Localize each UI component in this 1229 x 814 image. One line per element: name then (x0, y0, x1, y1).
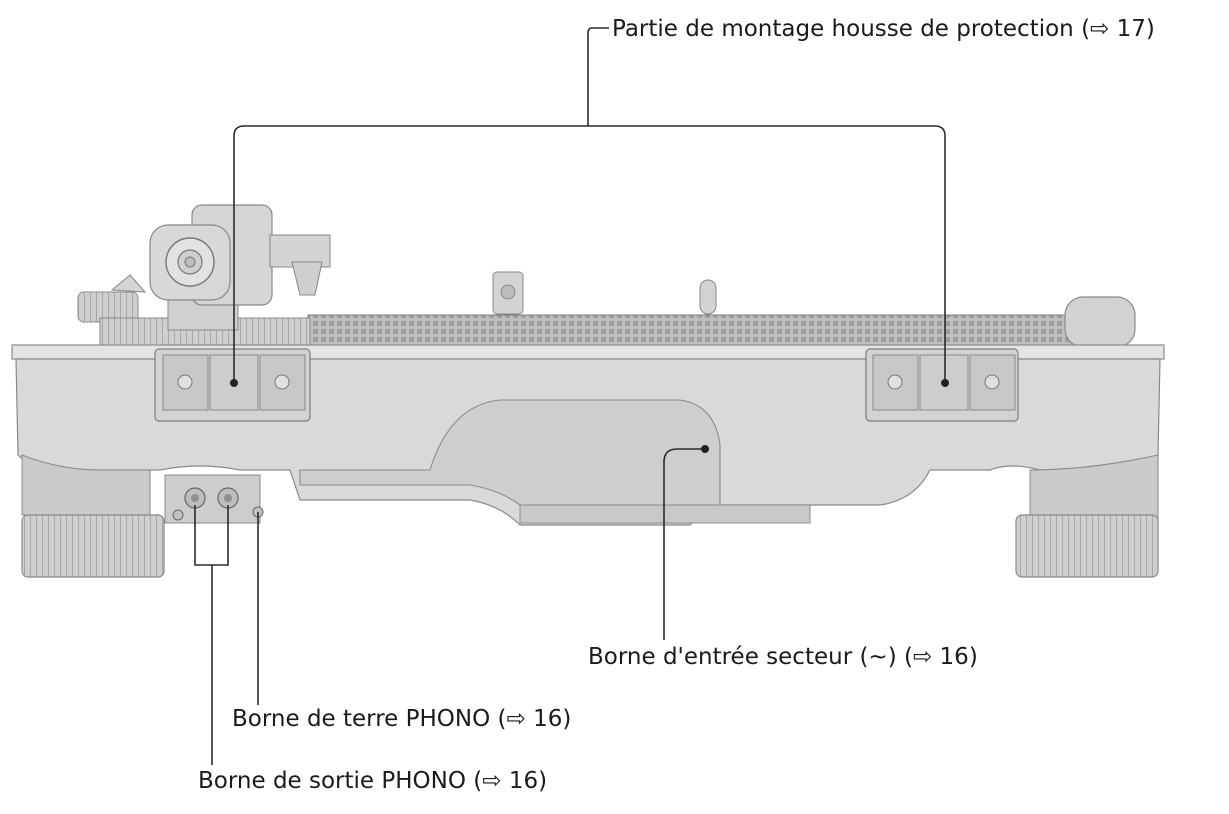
cover-mount-label: Partie de montage housse de protection (… (612, 16, 1155, 42)
phono-earth-label: Borne de terre PHONO (⇨ 16) (232, 706, 572, 732)
tonearm-assembly (77, 204, 331, 347)
right-foot (1015, 514, 1159, 578)
leader-ac-inlet (663, 445, 709, 640)
left-foot-upper (21, 454, 151, 516)
right-pillar (1064, 296, 1136, 348)
leader-phono-out (194, 505, 229, 765)
platter-mat (307, 314, 1099, 346)
ac-inlet-label: Borne d'entrée secteur (∼) (⇨ 16) (588, 644, 978, 670)
spindle (699, 279, 717, 315)
leader-cover-mount (230, 27, 949, 387)
chassis-recess (299, 399, 721, 506)
right-foot-upper (1029, 454, 1159, 521)
left-foot (21, 514, 165, 578)
phono-out-label: Borne de sortie PHONO (⇨ 16) (198, 768, 548, 794)
phono-terminal-block (164, 474, 264, 524)
